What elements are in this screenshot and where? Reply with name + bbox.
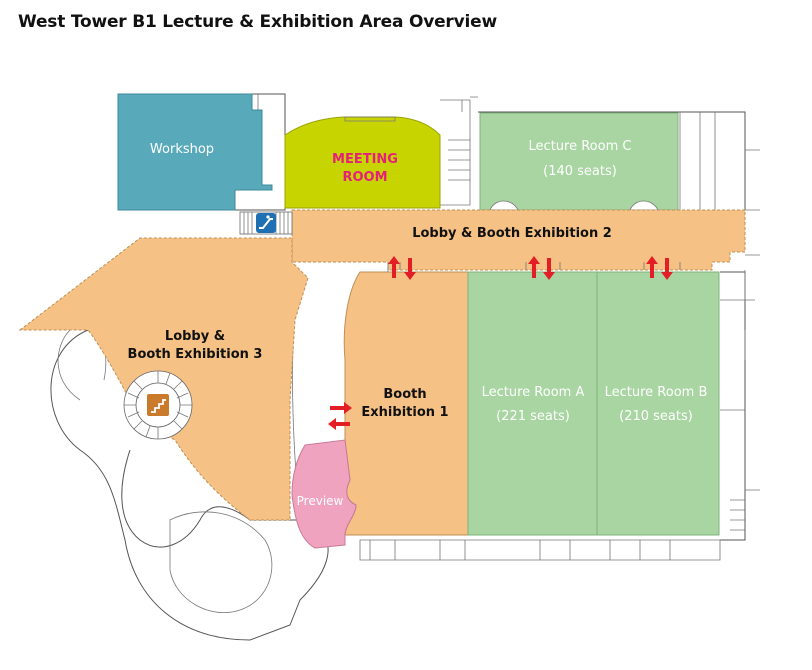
entry-arrow-icon xyxy=(388,256,416,280)
lecture-room-a-label-2: (221 seats) xyxy=(496,409,570,424)
lobby-3-label-2: Booth Exhibition 3 xyxy=(128,347,263,362)
lecture-room-b-label-2: (210 seats) xyxy=(619,409,693,424)
entry-arrow-icon xyxy=(328,402,352,430)
booth-1-label-1: Booth xyxy=(383,387,426,402)
door-notches xyxy=(387,254,760,301)
preview-room[interactable]: Preview xyxy=(291,439,357,549)
booth-exhibition-1[interactable]: Booth Exhibition 1 xyxy=(343,271,469,536)
escalator-icon xyxy=(256,213,276,233)
entry-arrow-icon xyxy=(646,256,673,280)
lecture-room-c[interactable]: Lecture Room C (140 seats) xyxy=(479,112,679,211)
spiral-staircase xyxy=(123,370,193,440)
lobby-2-label: Lobby & Booth Exhibition 2 xyxy=(412,226,612,241)
meeting-room-label-1: MEETING xyxy=(332,152,398,167)
lecture-room-b[interactable]: Lecture Room B (210 seats) xyxy=(596,271,720,536)
escalator-area xyxy=(239,211,293,235)
preview-label: Preview xyxy=(297,494,344,508)
page-title: West Tower B1 Lecture & Exhibition Area … xyxy=(18,12,497,32)
lecture-room-a-label-1: Lecture Room A xyxy=(482,385,585,400)
meeting-room-label-2: ROOM xyxy=(342,170,387,185)
lecture-room-b-label-1: Lecture Room B xyxy=(605,385,708,400)
lobby-booth-exhibition-2[interactable]: Lobby & Booth Exhibition 2 xyxy=(291,209,746,271)
lobby-3-label-1: Lobby & xyxy=(165,329,225,344)
entry-arrows xyxy=(328,256,673,430)
entry-arrow-icon xyxy=(528,256,555,280)
workshop-label: Workshop xyxy=(150,142,214,157)
meeting-room[interactable]: MEETING ROOM xyxy=(284,116,441,209)
workshop-room[interactable]: Workshop xyxy=(117,93,273,211)
stairs-icon xyxy=(147,394,169,416)
building-walls xyxy=(50,93,760,641)
booth-1-label-2: Exhibition 1 xyxy=(361,405,448,420)
lecture-room-c-label-1: Lecture Room C xyxy=(529,139,632,154)
lecture-room-a[interactable]: Lecture Room A (221 seats) xyxy=(467,271,598,536)
lecture-room-c-label-2: (140 seats) xyxy=(543,164,617,179)
